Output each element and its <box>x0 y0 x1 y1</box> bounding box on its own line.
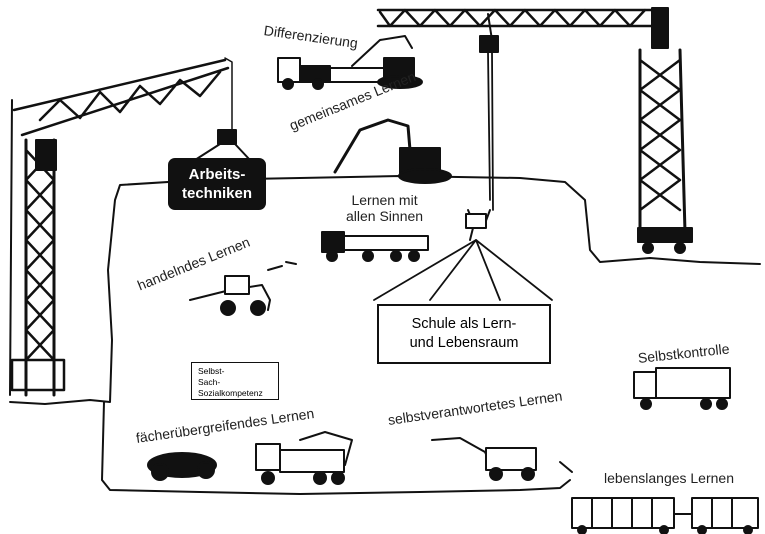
label-lebenslanges-lernen: lebenslanges Lernen <box>604 470 734 486</box>
sinne-truck <box>321 231 429 262</box>
building-pit-outline <box>9 99 761 495</box>
schule-box: Schule als Lern- und Lebensraum <box>377 304 551 364</box>
schule-line1: Schule als Lern- <box>411 316 517 332</box>
sinne-line2: allen Sinnen <box>346 208 424 225</box>
schule-line2: und Lebensraum <box>409 335 519 351</box>
lebenslang-train <box>571 497 759 534</box>
left-crane <box>10 57 251 397</box>
excavator <box>333 118 452 184</box>
arbeitstechniken-line1: Arbeits- <box>188 166 246 183</box>
arbeitstechniken-box: Arbeits- techniken <box>168 158 266 210</box>
kompetenz-box: Selbst- Sach- Sozialkompetenz <box>191 362 279 400</box>
handelndes-machine <box>189 261 297 316</box>
arbeitstechniken-line2: techniken <box>181 185 253 202</box>
selbstverantwortet-machine <box>431 437 573 481</box>
truck-and-excavator <box>277 35 423 90</box>
label-lernen-mit-allen-sinnen: Lernen mit allen Sinnen <box>346 192 423 224</box>
kompetenz-line2: Sach- <box>198 377 221 387</box>
selbstkontrolle-truck <box>633 367 731 410</box>
kompetenz-line1: Selbst- <box>198 366 225 376</box>
faecher-vehicles <box>147 431 353 485</box>
kompetenz-line3: Sozialkompetenz <box>198 388 263 398</box>
right-crane <box>373 7 693 301</box>
sinne-line1: Lernen mit <box>351 192 418 208</box>
